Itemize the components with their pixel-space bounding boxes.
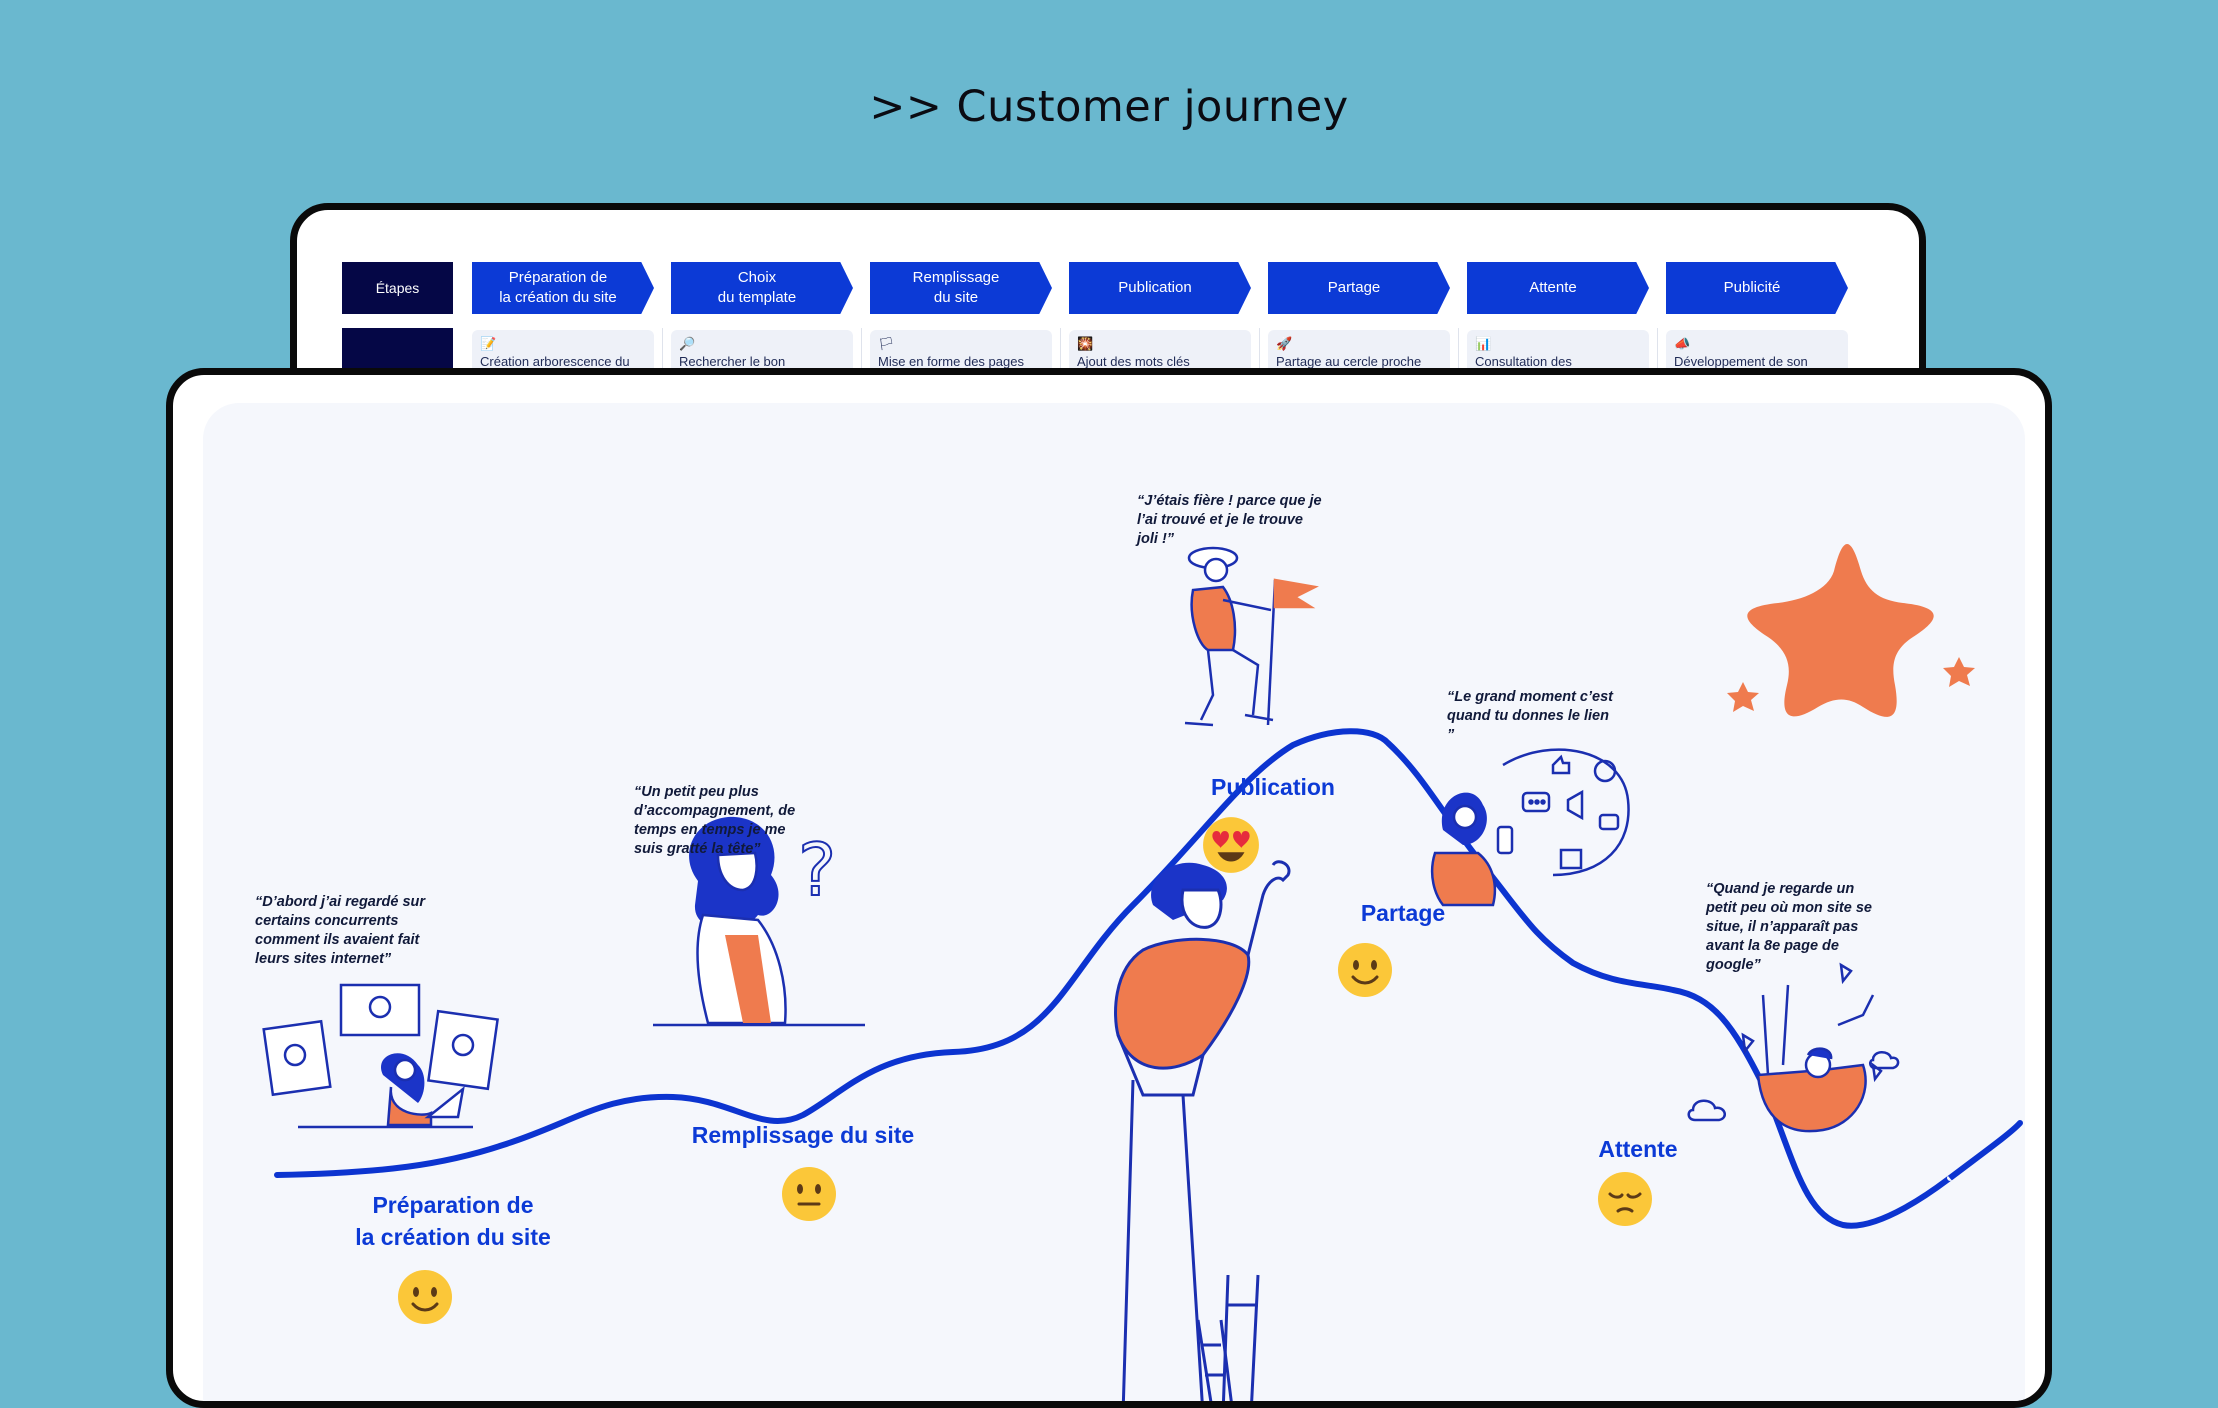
- quote-preparation: “D’abord j’ai regardé sur certains concu…: [255, 894, 426, 967]
- slightly-smiling-face-icon: [398, 1270, 452, 1324]
- small-star-icon: [1943, 657, 1975, 687]
- chart-icon: 📊: [1475, 336, 1492, 351]
- slightly-smiling-face-icon: [1338, 943, 1392, 997]
- stage-chevron-remplissage: Remplissage du site: [870, 262, 1052, 314]
- neutral-face-icon: [782, 1167, 836, 1221]
- stage-name-preparation: Préparation de la création du site: [355, 1192, 551, 1250]
- stage-name-publication: Publication: [1211, 774, 1335, 800]
- woman-with-phone-illustration: [1430, 748, 1630, 907]
- stage-chevron-preparation: Préparation de la création du site: [472, 262, 654, 314]
- svg-text:?: ?: [798, 828, 836, 912]
- stage-chevron-attente: Attente: [1467, 262, 1649, 314]
- small-star-icon: [1727, 682, 1759, 712]
- person-at-desk-illustration: [262, 983, 499, 1129]
- pensive-face-icon: [1598, 1172, 1652, 1226]
- big-star-icon: [1747, 544, 1934, 717]
- hiker-with-flag-illustration: [1184, 546, 1319, 727]
- quote-partage: “Le grand moment c’est quand tu donnes l…: [1447, 689, 1613, 743]
- stage-chevron-publicite: Publicité: [1666, 262, 1848, 314]
- falling-man-illustration: [1687, 962, 1900, 1133]
- quote-remplissage: “Un petit peu plus d’accompagnement, de …: [634, 784, 796, 857]
- journey-map-card: ?: [166, 368, 2052, 1408]
- flag-icon: 🏳: [878, 336, 895, 351]
- rocket-icon: 🚀: [1276, 336, 1293, 351]
- man-on-ladder-illustration: [1114, 860, 1291, 1401]
- megaphone-icon: 📣: [1674, 336, 1691, 351]
- journey-map-panel: [203, 403, 2025, 1401]
- thinking-woman-illustration: ?: [653, 816, 865, 1027]
- stage-name-attente: Attente: [1598, 1136, 1678, 1162]
- quote-attente: “Quand je regarde un petit peu où mon si…: [1706, 881, 1872, 973]
- row-header-etapes: Étapes: [342, 262, 453, 314]
- stage-name-partage: Partage: [1360, 900, 1446, 926]
- page-title: >> Customer journey: [869, 82, 1349, 132]
- stage-name-remplissage: Remplissage du site: [691, 1122, 915, 1148]
- emotion-curve: [274, 728, 2023, 1229]
- heart-eyes-face-icon: [1203, 817, 1259, 873]
- magnifier-icon: 🔎: [679, 336, 696, 351]
- quote-publication: “J’étais fière ! parce que je l’ai trouv…: [1137, 493, 1322, 547]
- stage-chevron-partage: Partage: [1268, 262, 1450, 314]
- stage-chevron-publication: Publication: [1069, 262, 1251, 314]
- sparkle-icon: 🎇: [1077, 336, 1094, 351]
- stage-chevron-template: Choix du template: [671, 262, 853, 314]
- journey-illustration: ?: [262, 544, 2023, 1401]
- memo-icon: 📝: [480, 336, 497, 351]
